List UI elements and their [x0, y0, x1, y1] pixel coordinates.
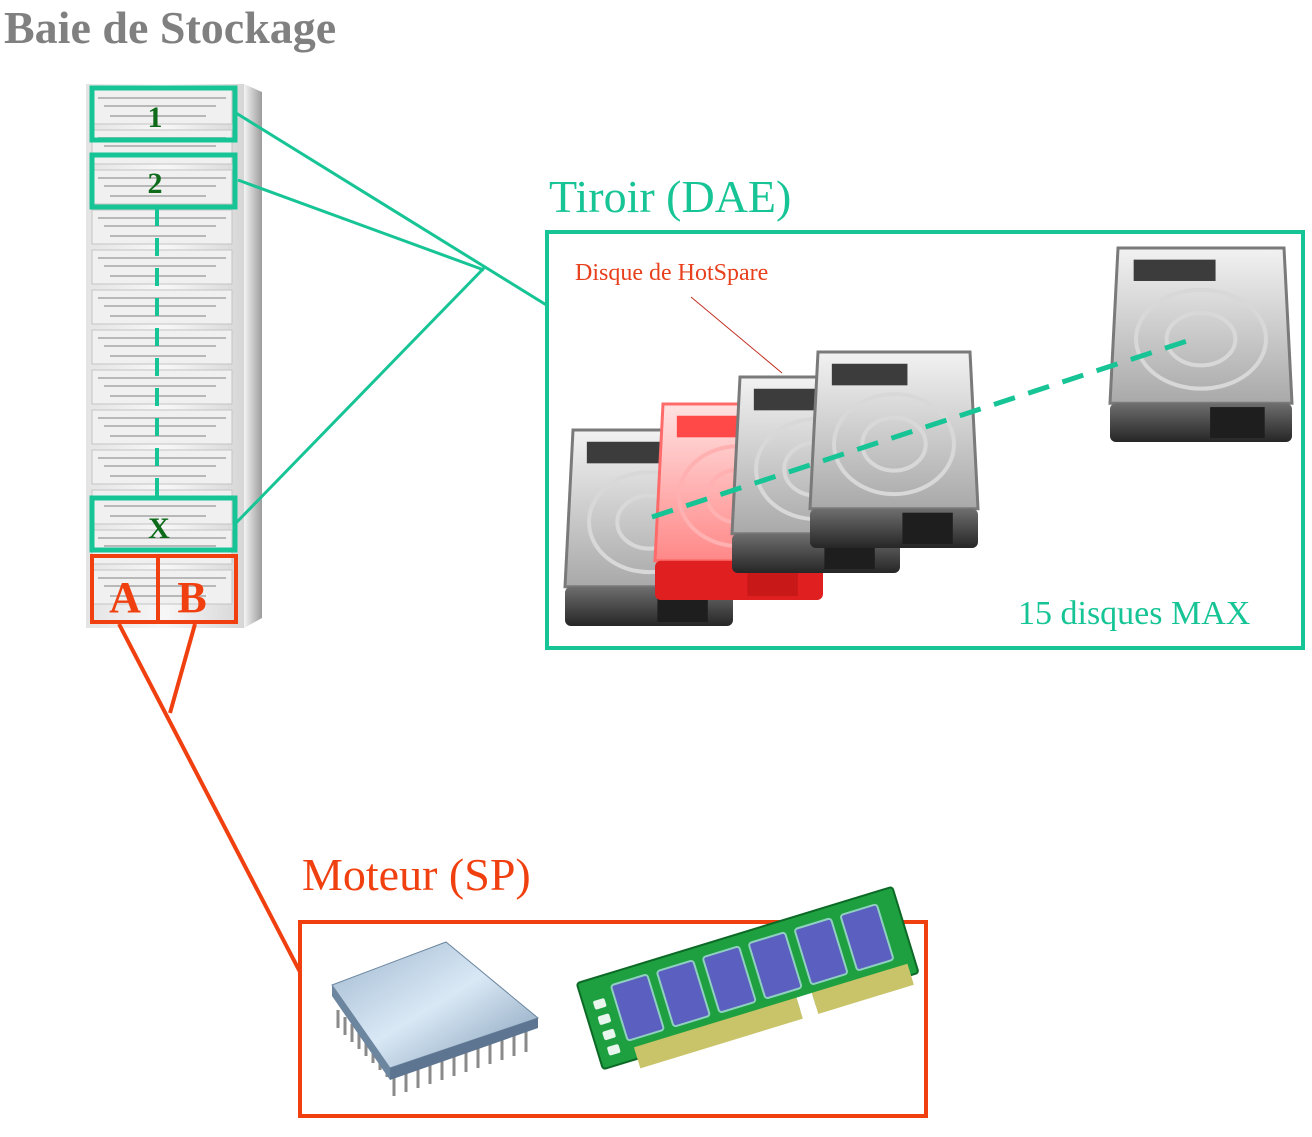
- rack-side: [244, 84, 262, 628]
- slot-box-1[interactable]: [89, 85, 238, 143]
- dae-connector-lines: [155, 111, 549, 525]
- max-disks-label: 15 disques MAX: [1018, 595, 1251, 632]
- slot-label-1: 1: [148, 101, 163, 134]
- sp-label-a[interactable]: A: [109, 573, 141, 622]
- hard-disk-icon[interactable]: [1108, 246, 1294, 442]
- dae-slot-boxes: [89, 85, 238, 553]
- storage-rack: [86, 84, 262, 628]
- sp-connector-lines: [117, 623, 302, 973]
- disk-group: [563, 246, 1294, 626]
- connector-sp-a: [117, 623, 302, 973]
- sp-title: Moteur (SP): [302, 849, 531, 900]
- connector-slot-x: [234, 266, 486, 525]
- rack-bay: [91, 449, 233, 485]
- slot-box-x[interactable]: [89, 495, 238, 553]
- rack-bay: [91, 129, 233, 165]
- sp-box[interactable]: [298, 920, 928, 1118]
- rack-bay: [91, 169, 233, 205]
- rack-bay: [91, 289, 233, 325]
- connector-slot-1: [235, 111, 549, 308]
- rack-bays: [91, 89, 233, 605]
- dae-box[interactable]: [545, 230, 1305, 650]
- hotspare-pointer: [690, 296, 783, 374]
- page-title: Baie de Stockage: [4, 2, 337, 53]
- hard-disk-icon[interactable]: [808, 350, 980, 548]
- slot-label-x: X: [148, 512, 170, 545]
- ram-module-icon: [576, 886, 919, 1070]
- cpu-chip-icon: [331, 941, 540, 1096]
- hotspare-label: Disque de HotSpare: [575, 260, 769, 286]
- rack-bay: [91, 249, 233, 285]
- sp-box-outline: [90, 554, 238, 624]
- rack-bay: [91, 329, 233, 365]
- sp-boxes: [90, 554, 238, 624]
- connector-sp-b: [168, 623, 197, 714]
- rack-bay: [91, 409, 233, 445]
- rack-bay: [91, 209, 233, 245]
- rack-bay: [91, 89, 233, 125]
- rack-bay: [91, 569, 233, 605]
- disk-sequence-dashes: [651, 337, 1191, 520]
- slot-label-2: 2: [148, 167, 163, 200]
- sp-label-b[interactable]: B: [177, 573, 206, 622]
- dae-title: Tiroir (DAE): [549, 171, 792, 222]
- slot-box-2[interactable]: [89, 152, 238, 210]
- rack-bay: [91, 369, 233, 405]
- connector-slot-2: [237, 178, 485, 272]
